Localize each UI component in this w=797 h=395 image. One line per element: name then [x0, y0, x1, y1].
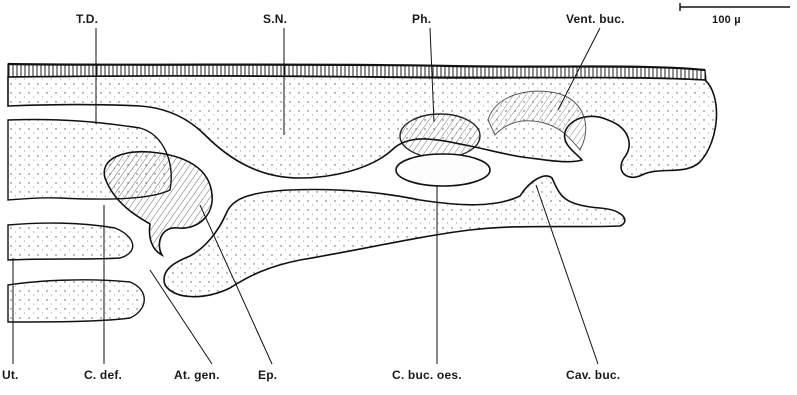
label-c-def: C. def.: [84, 368, 122, 382]
label-ph: Ph.: [412, 12, 431, 26]
label-vent-buc: Vent. buc.: [566, 12, 625, 26]
scale-bar-label: 100 µ: [712, 14, 741, 26]
label-td: T.D.: [76, 12, 98, 26]
buccal-canal-oesophagus: [396, 154, 490, 186]
lower-left-lobe: [8, 223, 133, 260]
label-ep: Ep.: [258, 368, 277, 382]
label-c-buc-oes: C. buc. oes.: [392, 368, 462, 382]
label-ut: Ut.: [2, 368, 19, 382]
pharynx: [400, 114, 480, 158]
bottom-lobe: [8, 280, 144, 322]
label-sn: S.N.: [263, 12, 287, 26]
label-cav-buc: Cav. buc.: [566, 368, 620, 382]
label-at-gen: At. gen.: [174, 368, 220, 382]
